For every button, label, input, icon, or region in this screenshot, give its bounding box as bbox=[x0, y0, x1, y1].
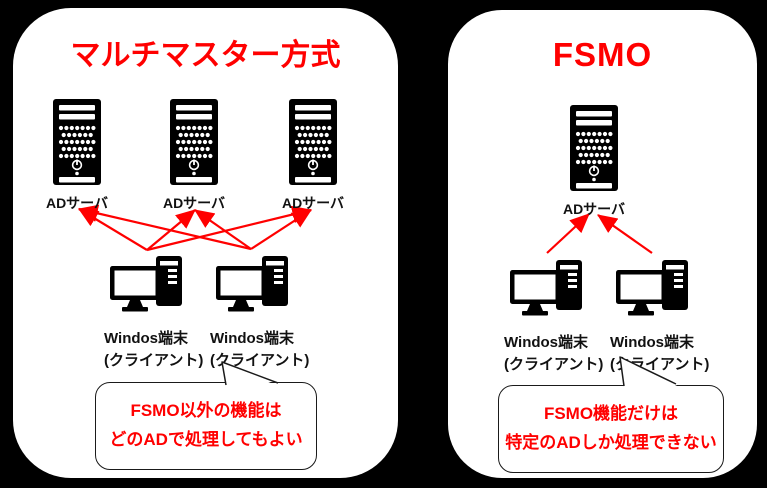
callout-tail bbox=[619, 356, 679, 389]
callout-bubble-fsmo: FSMO機能だけは 特定のADしか処理できない bbox=[498, 385, 724, 473]
callout-text-line1: FSMO機能だけは bbox=[543, 404, 679, 423]
callout-text-line2: 特定のADしか処理できない bbox=[505, 433, 717, 452]
ad-server-node: ADサーバ bbox=[32, 99, 122, 213]
desktop-pc-icon bbox=[616, 260, 688, 316]
client-label: Windos端末 bbox=[504, 334, 589, 351]
panel-fsmo: FSMO bbox=[448, 10, 757, 478]
panel-multimaster: マルチマスター方式 bbox=[13, 8, 398, 478]
callout-tail bbox=[221, 361, 280, 389]
server-tower-icon bbox=[170, 99, 218, 185]
server-label: ADサーバ bbox=[281, 195, 345, 211]
server-tower-icon bbox=[570, 105, 618, 191]
windows-client-node: Windos端末 (クライアント) bbox=[504, 260, 634, 375]
client-label: Windos端末 bbox=[610, 334, 695, 351]
callout-text-line2: どのADで処理してもよい bbox=[109, 430, 303, 449]
panel-title-multimaster: マルチマスター方式 bbox=[70, 39, 341, 72]
windows-client-node: Windos端末 (クライアント) bbox=[210, 256, 340, 371]
desktop-pc-icon bbox=[510, 260, 582, 316]
desktop-pc-icon bbox=[110, 256, 182, 312]
client-sublabel: (クライアント) bbox=[104, 352, 204, 369]
server-tower-icon bbox=[289, 99, 337, 185]
client-sublabel: (クライアント) bbox=[210, 352, 310, 369]
ad-server-node: ADサーバ bbox=[149, 99, 239, 213]
client-label: Windos端末 bbox=[210, 330, 295, 347]
client-sublabel: (クライアント) bbox=[504, 356, 604, 373]
windows-client-node: Windos端末 (クライアント) bbox=[104, 256, 234, 371]
server-label: ADサーバ bbox=[162, 195, 226, 211]
server-label: ADサーバ bbox=[45, 195, 109, 211]
callout-text-line1: FSMO以外の機能は bbox=[130, 401, 282, 420]
server-label: ADサーバ bbox=[562, 201, 626, 217]
callout-bubble-multimaster: FSMO以外の機能は どのADで処理してもよい bbox=[95, 382, 317, 470]
panel-title-fsmo: FSMO bbox=[552, 36, 653, 73]
desktop-pc-icon bbox=[216, 256, 288, 312]
client-label: Windos端末 bbox=[104, 330, 189, 347]
ad-server-node: ADサーバ bbox=[549, 105, 639, 219]
ad-server-node: ADサーバ bbox=[268, 99, 358, 213]
server-tower-icon bbox=[53, 99, 101, 185]
